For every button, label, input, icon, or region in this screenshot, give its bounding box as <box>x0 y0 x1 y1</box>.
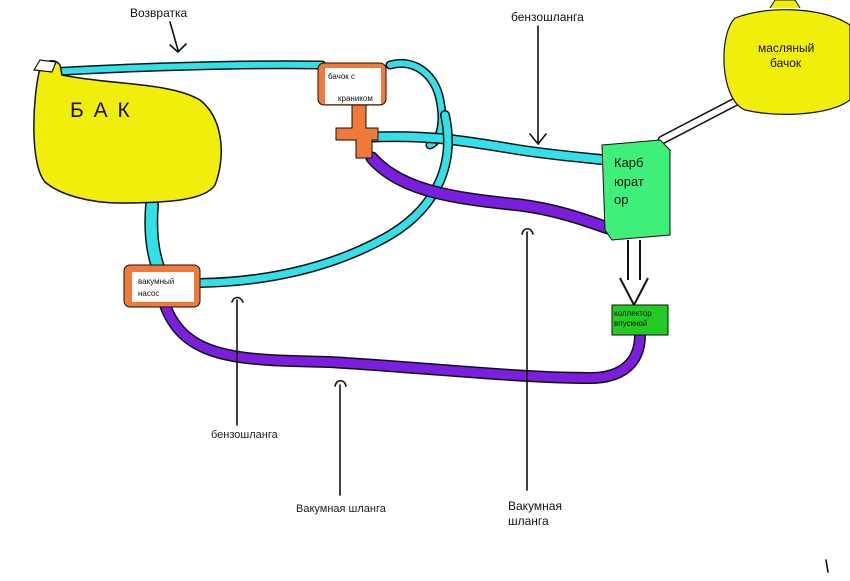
carburetor-label-3: ор <box>614 192 628 207</box>
vacuum-hose-right-label-1: Вакумная <box>508 499 562 513</box>
vacuum-hose-center-label: Вакумная шланга <box>296 503 387 515</box>
vacuum-pump-label-2: насос <box>138 289 159 298</box>
fuel-hose-bottom-pointer <box>231 296 244 426</box>
fuel-hose-bottom-label: бензошланга <box>211 429 279 441</box>
fuel-hose-top-pointer <box>529 25 547 146</box>
pointer-arrows <box>169 21 829 573</box>
oil-tank-cap <box>769 0 801 9</box>
collector-label-2: впускной <box>614 319 647 328</box>
intake-collector: коллектор впускной <box>611 304 669 336</box>
oil-tank-label-1: масляный <box>758 41 814 55</box>
tap-tank-label-1: бачок с <box>328 72 355 81</box>
carburetor-label-2: юрат <box>614 174 644 189</box>
vacuum-hose-center-pointer <box>334 379 347 496</box>
vacuum-hose-right-label-2: шланга <box>508 514 549 528</box>
vacuum-pump-label-1: вакумный <box>138 277 174 286</box>
tap-valve <box>335 104 379 159</box>
vacuum-pump: вакумный насос <box>123 264 201 308</box>
fuel-hose-top-label: бензошланга <box>511 10 584 24</box>
oil-tank-label-2: бачок <box>770 56 802 70</box>
corner-mark <box>825 559 829 573</box>
vacuum-hose-right-pointer <box>521 227 534 491</box>
carburetor: Карб юрат ор <box>601 139 671 241</box>
carburetor-label-1: Карб <box>614 155 643 170</box>
fuel-hoses <box>45 59 611 288</box>
fuel-tank: Б А К <box>33 59 222 204</box>
carb-to-collector-arrow <box>619 240 649 308</box>
oil-tank: масляный бачок <box>723 0 850 115</box>
oil-line <box>657 97 740 145</box>
collector-label-1: коллектор <box>614 309 652 318</box>
return-pointer <box>169 21 187 54</box>
tap-tank: бачок с краником <box>317 62 387 159</box>
tap-tank-label-2: краником <box>338 94 373 103</box>
tank-cap <box>33 59 57 73</box>
vacuum-hoses <box>159 151 646 384</box>
tank-label: Б А К <box>70 99 132 122</box>
return-line-label: Возвратка <box>130 6 188 20</box>
